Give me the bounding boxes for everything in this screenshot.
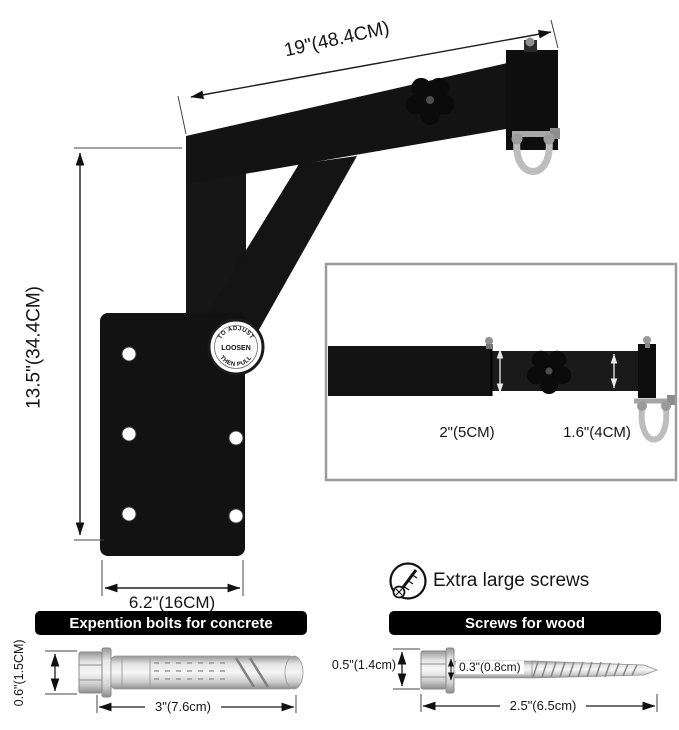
inset-star-knob <box>526 350 572 394</box>
extra-large-screws-label: Extra large screws <box>433 570 590 591</box>
wall-plate <box>100 313 245 556</box>
mounting-holes <box>121 346 244 524</box>
shackle <box>511 128 560 175</box>
dim-height-label: 13.5"(34.4CM) <box>23 285 45 409</box>
dim-bolt-diameter-label: 0.6"(1.5CM) <box>12 639 27 707</box>
inset-closeup <box>324 262 678 482</box>
dim-screw-length-label: 2.5"(6.5cm) <box>500 698 586 714</box>
dim-screw-head-label: 0.5"(1.4cm) <box>331 658 397 672</box>
dim-bolt-length-label: 3"(7.6cm) <box>145 699 221 715</box>
inset-top-pin <box>485 337 493 345</box>
dim-plate-width-label: 6.2"(16CM) <box>128 593 216 612</box>
dim-arm-length-line <box>190 29 552 100</box>
adjust-badge: TO ADJUST LOOSEN THEN PULL <box>207 318 265 376</box>
dimension-lines <box>74 19 559 596</box>
inset-shackle <box>634 395 675 443</box>
wood-section-header: Screws for wood <box>389 611 661 635</box>
inset-end-cap <box>638 344 656 398</box>
end-cap-pin <box>525 37 535 47</box>
dim-screw-shank-label: 0.3"(0.8cm) <box>456 660 524 675</box>
inset-end-pin <box>643 336 651 344</box>
screw-circle-icon <box>389 562 427 600</box>
concrete-bolt-graphic <box>45 647 304 713</box>
concrete-section-header: Expention bolts for concrete <box>35 611 307 635</box>
diagonal-brace <box>194 156 357 335</box>
dim-small-tube-label: 1.6"(4CM) <box>563 424 631 441</box>
badge-center-text: LOOSEN <box>221 345 251 352</box>
dim-large-tube-label: 2"(5CM) <box>439 424 495 441</box>
inset-large-tube <box>328 346 492 396</box>
